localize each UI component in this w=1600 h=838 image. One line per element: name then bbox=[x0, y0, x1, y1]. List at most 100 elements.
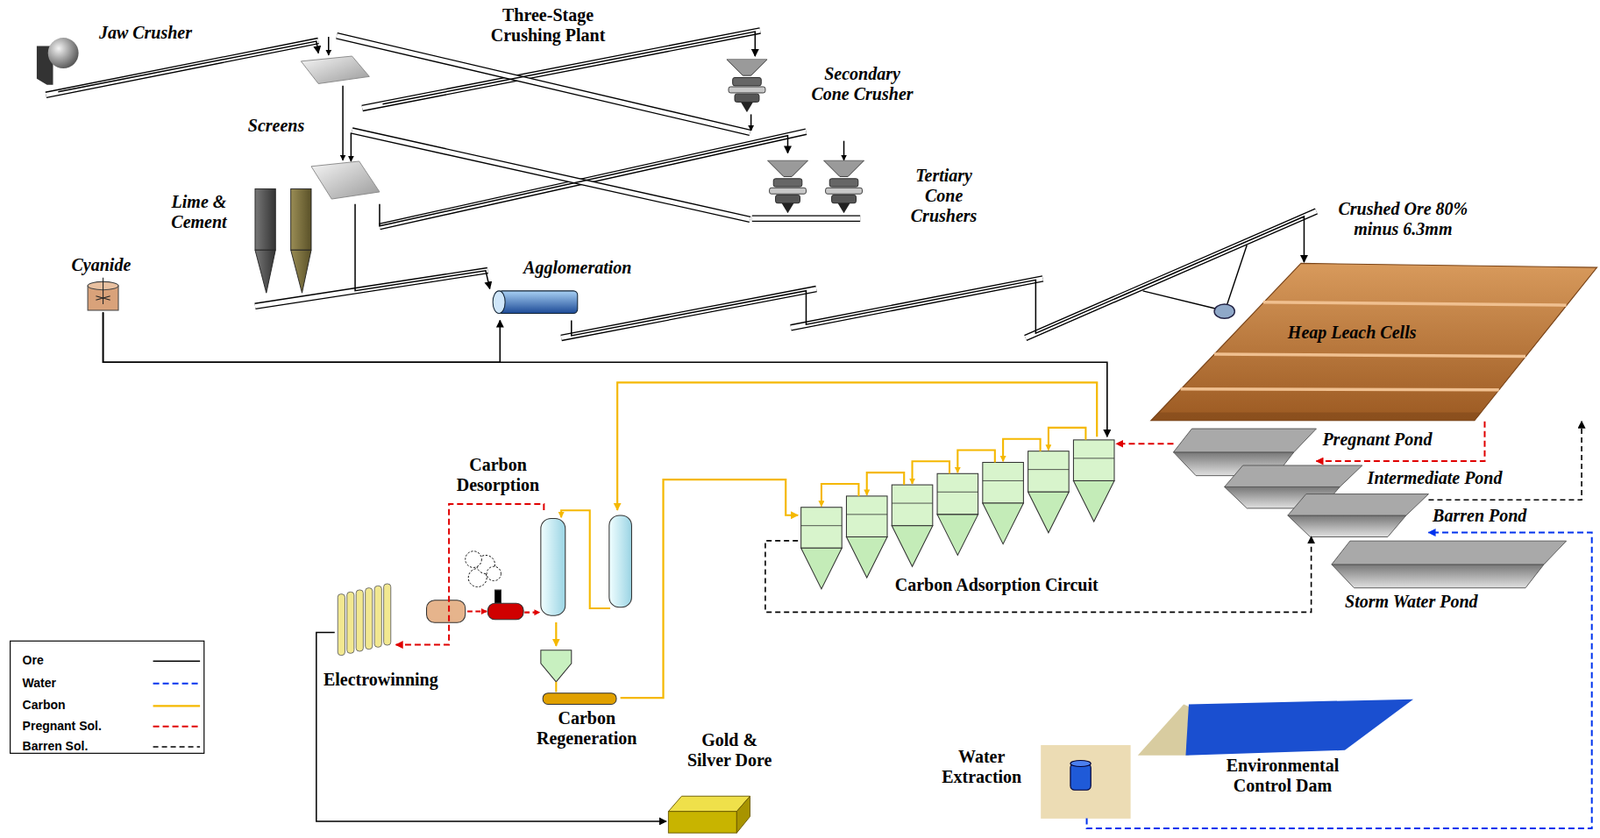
stacker bbox=[1143, 244, 1248, 319]
conveyor-belt bbox=[362, 30, 761, 108]
cone-crusher-symbol bbox=[726, 59, 865, 214]
cyanide-line bbox=[103, 312, 501, 363]
legend-sample bbox=[153, 704, 201, 707]
equipment-label: Water Extraction bbox=[933, 746, 1031, 788]
electrowinning-cell bbox=[337, 594, 345, 656]
equipment-node: Screens bbox=[298, 53, 383, 205]
adsorption-column bbox=[846, 496, 888, 538]
jaw-crusher-symbol bbox=[36, 37, 79, 86]
electrowinning-cell bbox=[374, 585, 382, 648]
equipment-label: Carbon Adsorption Circuit bbox=[895, 575, 1099, 596]
legend-sample bbox=[153, 660, 201, 662]
equipment-node: Carbon Desorption bbox=[539, 510, 637, 623]
equipment-label: Jaw Crusher bbox=[99, 22, 192, 43]
heap-leach-pad bbox=[1151, 263, 1598, 420]
equipment-node: Carbon Regeneration bbox=[539, 646, 621, 708]
pond-surface bbox=[1287, 494, 1430, 516]
electrowinning-cell bbox=[347, 591, 355, 654]
regeneration-kiln bbox=[540, 650, 617, 705]
pond-body bbox=[1331, 564, 1544, 589]
equipment-label: Pregnant Pond bbox=[1322, 429, 1432, 450]
cyanide-tank bbox=[87, 277, 119, 311]
equipment-node: Cyanide bbox=[85, 277, 121, 313]
legend-text: Pregnant Sol. bbox=[22, 719, 102, 733]
equipment-label: Carbon Regeneration bbox=[527, 708, 647, 749]
legend-sample bbox=[153, 725, 201, 728]
ponds bbox=[1173, 428, 1566, 589]
equipment-label: Lime & Cement bbox=[159, 192, 239, 233]
column-cone bbox=[1073, 480, 1115, 522]
equipment-label: Storm Water Pond bbox=[1344, 591, 1479, 612]
equipment-label: Barren Pond bbox=[1432, 505, 1527, 527]
carbon-transfer bbox=[821, 483, 859, 507]
ore-flow bbox=[316, 632, 667, 822]
electrowinning-cell bbox=[365, 588, 373, 650]
carbon-transfer bbox=[867, 472, 904, 496]
carbon-transfer bbox=[957, 450, 995, 474]
column-cone bbox=[982, 503, 1024, 545]
electrowinning-cell bbox=[355, 590, 363, 652]
conveyor-belt-face bbox=[352, 130, 751, 220]
pregnant-solution-line bbox=[396, 504, 545, 646]
equipment-node: Secondary Cone Crusher bbox=[724, 56, 770, 118]
pregnant-solution-line bbox=[1116, 442, 1174, 445]
pond-body bbox=[1287, 515, 1407, 537]
pregnant-solution-line bbox=[1315, 421, 1485, 462]
equipment-node: Lime & Cement bbox=[250, 186, 319, 294]
adsorption-column bbox=[937, 473, 979, 515]
equipment-label: Tertiary Cone Crushers bbox=[902, 165, 986, 227]
legend-text: Barren Sol. bbox=[22, 739, 89, 754]
pond-surface bbox=[1224, 465, 1363, 487]
barren-solution-line bbox=[765, 536, 1312, 612]
agglomeration-drum bbox=[492, 291, 578, 314]
conveyor-belt bbox=[336, 35, 750, 134]
legend-text: Ore bbox=[22, 654, 44, 668]
conveyor-belt-face bbox=[336, 35, 750, 134]
column-cone bbox=[891, 526, 933, 568]
equipment-node: Electrowinning bbox=[334, 590, 397, 662]
equipment-label: Heap Leach Cells bbox=[1287, 322, 1417, 343]
adsorption-column bbox=[1073, 440, 1115, 482]
ore-flow bbox=[57, 41, 319, 93]
carbon-line bbox=[620, 479, 799, 698]
conveyor-belt bbox=[352, 130, 751, 220]
equipment-label: Secondary Cone Crusher bbox=[803, 64, 920, 105]
column-band bbox=[1028, 469, 1070, 470]
equipment-label: Environmental Control Dam bbox=[1212, 755, 1353, 797]
equipment-label: Intermediate Pond bbox=[1367, 468, 1503, 489]
equipment-label: Agglomeration bbox=[523, 257, 632, 278]
ore-flow bbox=[379, 135, 789, 227]
column-band bbox=[982, 480, 1024, 482]
desorption-equipment bbox=[426, 510, 633, 623]
column-band bbox=[937, 491, 979, 493]
plant-label: Three-Stage Crushing Plant bbox=[473, 5, 623, 46]
pond-surface bbox=[1331, 540, 1567, 565]
carbon-transfer bbox=[1048, 427, 1086, 451]
adsorption-column bbox=[982, 462, 1024, 504]
carbon-transfer bbox=[1002, 439, 1040, 463]
equipment-node: Pregnant Pond bbox=[1173, 428, 1316, 477]
equipment-node: Jaw Crusher bbox=[36, 38, 80, 93]
equipment-label: Gold & Silver Dore bbox=[679, 730, 781, 771]
water-line bbox=[1087, 533, 1593, 830]
equipment-node: Storm Water Pond bbox=[1331, 540, 1567, 589]
control-dam bbox=[1137, 699, 1414, 756]
water-extraction-well bbox=[1040, 745, 1131, 819]
equipment-node: Agglomeration bbox=[490, 284, 586, 321]
conveyor-belt-face bbox=[362, 30, 761, 108]
ore-flow bbox=[571, 216, 1305, 336]
column-band bbox=[891, 503, 933, 505]
barren-solution-line bbox=[1428, 421, 1582, 501]
carbon-transfer bbox=[912, 461, 950, 484]
column-cone bbox=[846, 536, 888, 578]
adsorption-columns bbox=[801, 427, 1115, 590]
column-band bbox=[1073, 457, 1115, 459]
dore-bar bbox=[668, 796, 750, 833]
legend-sample bbox=[153, 682, 201, 685]
adsorption-column bbox=[891, 484, 933, 527]
adsorption-column bbox=[801, 507, 843, 549]
conveyor-belt-face bbox=[379, 131, 807, 227]
adsorption-column bbox=[1028, 451, 1070, 493]
